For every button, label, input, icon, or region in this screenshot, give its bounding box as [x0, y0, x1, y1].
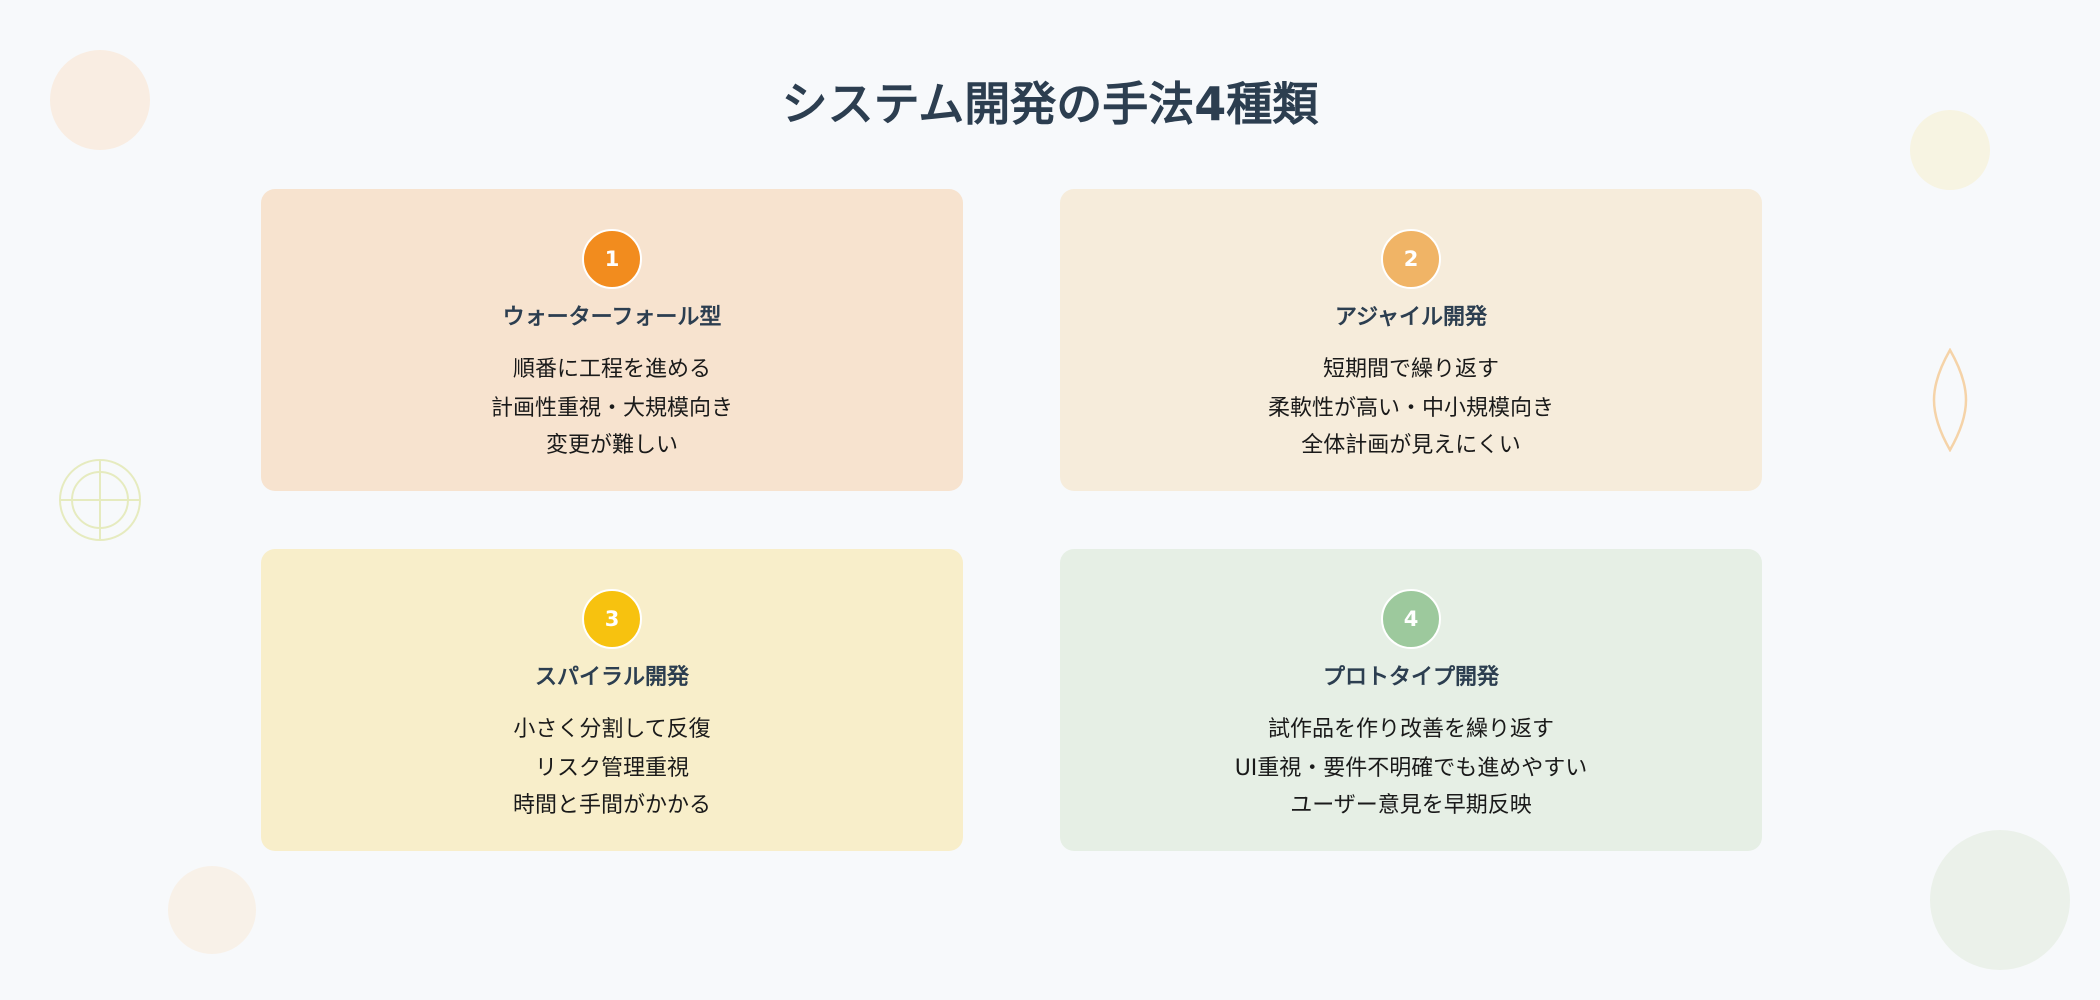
decor-circle: [168, 866, 256, 954]
method-card: 2 アジャイル開発 短期間で繰り返す柔軟性が高い・中小規模向き全体計画が見えにく…: [1060, 189, 1762, 491]
card-line: 試作品を作り改善を繰り返す: [1267, 717, 1554, 742]
card-title: スパイラル開発: [534, 665, 689, 690]
card-line: リスク管理重視: [534, 756, 689, 781]
method-card: 4 プロトタイプ開発 試作品を作り改善を繰り返す UI重視・要件不明確でも進めやす…: [1060, 549, 1762, 851]
card-line: UI重視・要件不明確でも進めやすい: [1234, 756, 1588, 781]
card-line: ユーザー意見を早期反映: [1290, 793, 1532, 818]
decor-circle: [50, 50, 150, 150]
card-title: プロトタイプ開発: [1322, 665, 1499, 690]
card-line: 全体計画が見えにくい: [1301, 433, 1521, 458]
card-line: 時間と手間がかかる: [512, 793, 711, 818]
method-card: 3 スパイラル開発 小さく分割して反復リスク管理重視時間と手間がかかる: [261, 549, 963, 851]
method-card: 1 ウォーターフォール型 順番に工程を進める計画性重視・大規模向き変更が難しい: [261, 189, 963, 491]
decor-circle: [1910, 110, 1990, 190]
card-line: 順番に工程を進める: [512, 357, 711, 382]
card-line: 計画性重視・大規模向き: [490, 396, 733, 421]
decor-circle: [1930, 830, 2070, 970]
number-badge: 1: [582, 229, 642, 289]
card-title: アジャイル開発: [1334, 305, 1488, 330]
number-badge: 4: [1381, 589, 1441, 649]
crosshair-icon: [59, 459, 141, 541]
page-title: システム開発の手法4種類: [781, 77, 1319, 131]
card-line: 変更が難しい: [545, 433, 678, 458]
card-line: 短期間で繰り返す: [1322, 357, 1499, 382]
number-badge: 3: [582, 589, 642, 649]
card-title: ウォーターフォール型: [502, 305, 722, 330]
number-badge: 2: [1381, 229, 1441, 289]
leaf-icon: [1932, 348, 1968, 452]
card-line: 柔軟性が高い・中小規模向き: [1267, 396, 1554, 421]
card-line: 小さく分割して反復: [513, 717, 711, 742]
